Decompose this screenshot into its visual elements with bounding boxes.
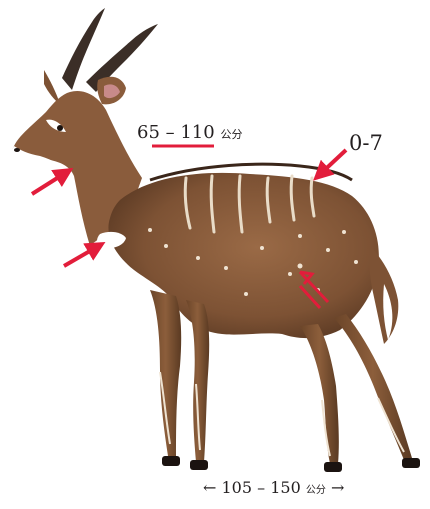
right-arrow-icon: → bbox=[331, 478, 344, 497]
body bbox=[108, 173, 378, 338]
red-arrow-icon bbox=[32, 170, 70, 194]
left-arrow-icon: ← bbox=[203, 478, 216, 497]
shoulder-height-label: 65 – 110 公分 bbox=[137, 122, 242, 143]
red-arrow-icon bbox=[64, 244, 102, 266]
body-length-label: ← 105 – 150 公分 → bbox=[203, 478, 344, 497]
shoulder-height-range: 65 – 110 bbox=[137, 122, 215, 143]
body-length-unit: 公分 bbox=[306, 485, 326, 496]
tail bbox=[369, 246, 398, 344]
stripe-count-label: 0-7 bbox=[349, 131, 383, 155]
body-length-range: 105 – 150 bbox=[222, 478, 301, 497]
shoulder-height-unit: 公分 bbox=[220, 128, 242, 141]
